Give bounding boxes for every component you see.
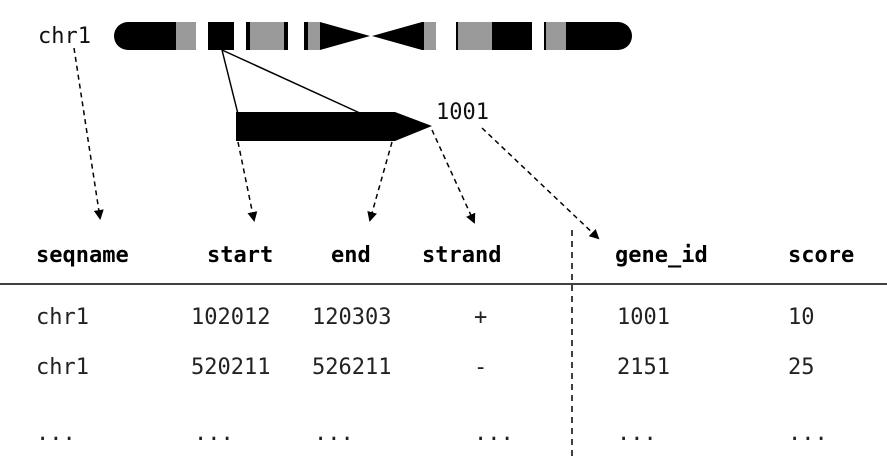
pointer-arrow-strand xyxy=(431,129,476,224)
table-row: chr1 520211 526211 - 2151 25 xyxy=(36,355,815,380)
column-header-gene-id: gene_id xyxy=(615,243,708,268)
chromosome-band xyxy=(546,22,566,50)
cell-gene-id: ... xyxy=(617,421,657,446)
cell-end: 120303 xyxy=(312,305,391,330)
column-header-score: score xyxy=(788,243,854,268)
table-row: chr1 102012 120303 + 1001 10 xyxy=(36,305,815,330)
cell-score: 25 xyxy=(788,355,815,380)
chromosome-band xyxy=(196,22,208,50)
chromosome-band xyxy=(436,22,456,50)
column-header-strand: strand xyxy=(422,243,501,268)
chromosome-band xyxy=(308,22,320,50)
chromosome-band xyxy=(234,22,246,50)
cell-seqname: chr1 xyxy=(36,355,89,380)
chromosome-band xyxy=(458,22,492,50)
chromosome-left-arm xyxy=(114,22,370,50)
cell-gene-id: 1001 xyxy=(617,305,670,330)
cell-start: 520211 xyxy=(191,355,270,380)
chromosome-right-arm xyxy=(372,22,632,50)
pointer-arrow-end xyxy=(367,141,393,222)
cell-seqname: ... xyxy=(36,421,76,446)
chromosome-band xyxy=(250,22,284,50)
cell-end: 526211 xyxy=(312,355,391,380)
cell-score: 10 xyxy=(788,305,815,330)
chromosome-label: chr1 xyxy=(38,24,91,49)
gene-id-label: 1001 xyxy=(436,100,489,125)
pointer-arrow-start xyxy=(237,141,258,222)
cell-score: ... xyxy=(788,421,828,446)
chromosome-band xyxy=(424,22,436,50)
chromosome-band xyxy=(288,22,304,50)
cell-strand: ... xyxy=(474,421,514,446)
chromosome-band xyxy=(532,22,544,50)
chromosome-band xyxy=(176,22,196,50)
pointer-arrow-gene-id xyxy=(481,127,600,240)
column-header-start: start xyxy=(207,243,273,268)
cell-start: ... xyxy=(194,421,234,446)
zoom-line-left xyxy=(221,49,239,115)
table-row: ... ... ... ... ... ... xyxy=(36,421,828,446)
cell-strand: - xyxy=(474,355,487,380)
table-header-row: seqname start end strand gene_id score xyxy=(36,243,854,268)
zoom-line-right xyxy=(221,49,363,115)
cell-strand: + xyxy=(474,305,487,330)
cell-gene-id: 2151 xyxy=(617,355,670,380)
column-header-end: end xyxy=(331,243,371,268)
cell-start: 102012 xyxy=(191,305,270,330)
cell-seqname: chr1 xyxy=(36,305,89,330)
column-header-seqname: seqname xyxy=(36,243,129,268)
cell-end: ... xyxy=(314,421,354,446)
gene-arrow xyxy=(236,112,432,141)
pointer-arrow-seqname xyxy=(73,47,104,220)
